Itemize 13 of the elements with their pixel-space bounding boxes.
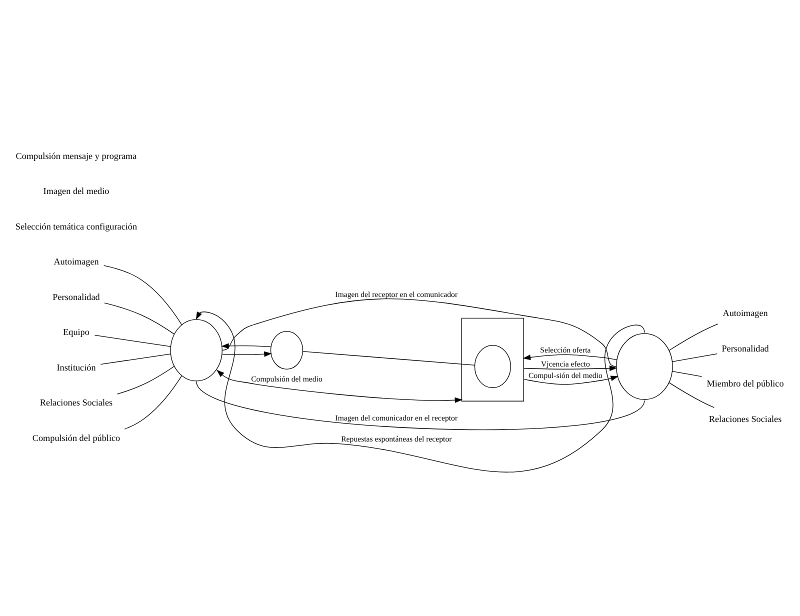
node-text: Compulsión del público: [32, 432, 120, 442]
node-text: Autoimagen: [722, 308, 768, 318]
node-text: Personalidad: [722, 342, 769, 353]
node-text: Institución: [56, 362, 96, 372]
label: Compulsión mensaje y programa: [16, 150, 137, 160]
node-text: Relaciones Sociales: [40, 397, 113, 408]
label: Selección temática configuración: [15, 220, 138, 231]
node-text: Miembro del público: [706, 378, 784, 388]
node-text: Equipo: [63, 326, 90, 337]
node-text: Autoimagen: [54, 256, 99, 266]
node-text: Relaciones Sociales: [708, 413, 782, 424]
node-text: Personalidad: [52, 291, 100, 302]
label: Imagen del medio: [43, 186, 110, 196]
